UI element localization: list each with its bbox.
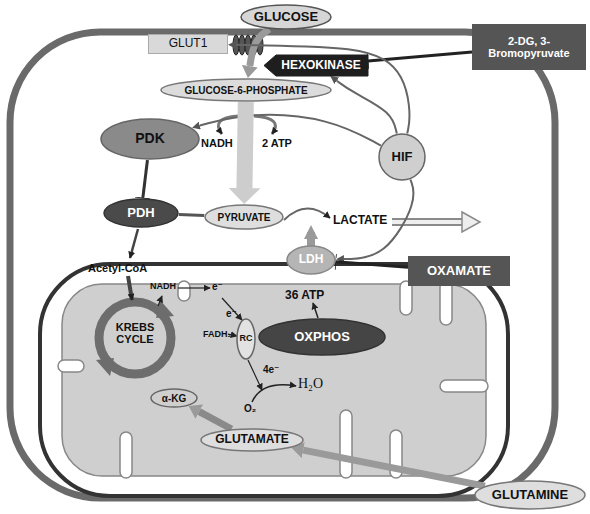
node-label: GLUCOSE xyxy=(254,10,318,24)
crista xyxy=(440,281,452,325)
connector-arrow xyxy=(250,29,269,66)
krebs-nadh-arrow xyxy=(158,296,162,306)
ellipse-shape xyxy=(287,246,335,274)
nadh-electron-arrow xyxy=(178,287,210,288)
acetylcoa-krebs-arrow xyxy=(128,276,132,300)
ellipse-node: GLUTAMATE xyxy=(200,428,304,452)
text-label: LACTATE xyxy=(333,214,387,227)
connector-arrow xyxy=(143,160,148,198)
text-label: e⁻ xyxy=(212,281,223,292)
node-label: RC xyxy=(240,334,253,344)
oxygen-water-arrow xyxy=(252,385,296,402)
ellipse-shape xyxy=(241,5,331,29)
ellipse-shape xyxy=(475,481,585,509)
text-label: NADH xyxy=(150,282,176,292)
ldh-arrow xyxy=(307,232,315,246)
node-label: OXAMATE xyxy=(427,264,491,278)
rect-shape xyxy=(149,35,228,54)
pyruvate-lactate-arrow xyxy=(284,208,330,220)
node-label: α-KG xyxy=(162,393,186,404)
text-label: e⁻ xyxy=(226,308,237,319)
crista xyxy=(440,380,488,392)
text-label: 4e⁻ xyxy=(263,364,279,375)
arrow-shape xyxy=(264,55,368,76)
text-label: O₂ xyxy=(244,403,256,414)
cristae xyxy=(58,281,488,478)
crista xyxy=(340,410,352,478)
electron-oxygen-arrow xyxy=(248,360,262,390)
ellipse-shape xyxy=(161,79,331,101)
process-box: 2-DG, 3-Bromopyruvate xyxy=(472,24,586,70)
oxphos-atp-arrow xyxy=(313,303,318,318)
ellipse-shape xyxy=(201,429,303,451)
text-label: KREBS CYCLE xyxy=(107,321,163,345)
text-label: Acetyl-CoA xyxy=(88,262,147,274)
process-box: OXAMATE xyxy=(408,256,510,286)
connector-arrow xyxy=(303,450,485,486)
node-label: PDK xyxy=(135,131,165,146)
node-label: 2-DG, 3-Bromopyruvate xyxy=(472,35,586,59)
connector-arrow xyxy=(336,262,408,267)
mitochondrion-outer xyxy=(40,264,508,496)
ellipse-node: GLUCOSE-6-PHOSPHATE xyxy=(160,78,332,102)
node-label: GLUTAMINE xyxy=(492,488,568,502)
crista xyxy=(400,281,412,315)
rect-shape xyxy=(409,257,510,286)
text-label: 2 ATP xyxy=(262,137,292,149)
node-label: LDH xyxy=(299,253,324,266)
crista xyxy=(178,281,190,301)
ellipse-shape xyxy=(151,389,197,407)
atp-arrow xyxy=(254,116,275,134)
ellipse-node: OXPHOS xyxy=(258,318,386,356)
crista xyxy=(120,432,132,478)
node-label: PDH xyxy=(127,206,154,220)
node-label: HIF xyxy=(392,150,413,164)
ellipse-node: PDK xyxy=(100,118,200,160)
ellipse-node: RC xyxy=(236,318,256,360)
rect-shape xyxy=(473,25,586,70)
connector-arrow xyxy=(337,81,397,134)
node-label: GLUT1 xyxy=(169,37,208,50)
cell-membrane xyxy=(10,32,555,498)
enzyme-arrow-box: HEXOKINASE xyxy=(264,55,368,76)
ellipse-shape xyxy=(205,205,283,229)
ellipse-shape xyxy=(101,119,199,159)
electron-rc-arrow xyxy=(222,298,242,320)
ellipse-node: PYRUVATE xyxy=(204,204,284,230)
ellipse-shape xyxy=(259,319,385,355)
text-label: NADH xyxy=(201,137,233,149)
connector-arrow xyxy=(199,412,231,429)
connector-arrow xyxy=(244,102,245,188)
node-label: OXPHOS xyxy=(294,330,350,344)
text-label: FADH₂ xyxy=(203,330,232,340)
node-label: HEXOKINASE xyxy=(281,59,360,72)
pdh-acetylcoa-arrow xyxy=(130,229,138,258)
crista xyxy=(58,360,84,372)
ellipse-shape xyxy=(104,199,178,227)
lactate-export-head xyxy=(462,212,480,232)
ellipse-node: GLUTAMINE xyxy=(474,480,586,510)
ellipse-shape xyxy=(237,319,255,359)
text-label: H₂O xyxy=(298,376,323,391)
ellipse-shape xyxy=(379,134,425,180)
ellipse-node: α-KG xyxy=(150,388,198,408)
node-label: PYRUVATE xyxy=(218,212,271,223)
ellipse-node: LDH xyxy=(286,245,336,275)
process-box: GLUT1 xyxy=(148,34,228,54)
node-label: GLUTAMATE xyxy=(215,433,289,446)
ellipse-node: PDH xyxy=(103,198,179,228)
ellipse-node: HIF xyxy=(378,133,426,181)
ellipse-node: GLUCOSE xyxy=(240,4,332,30)
connector-arrow xyxy=(179,213,204,217)
text-label: 36 ATP xyxy=(285,289,324,302)
krebs-cycle-arrowhead xyxy=(96,358,114,376)
node-label: GLUCOSE-6-PHOSPHATE xyxy=(184,85,307,96)
